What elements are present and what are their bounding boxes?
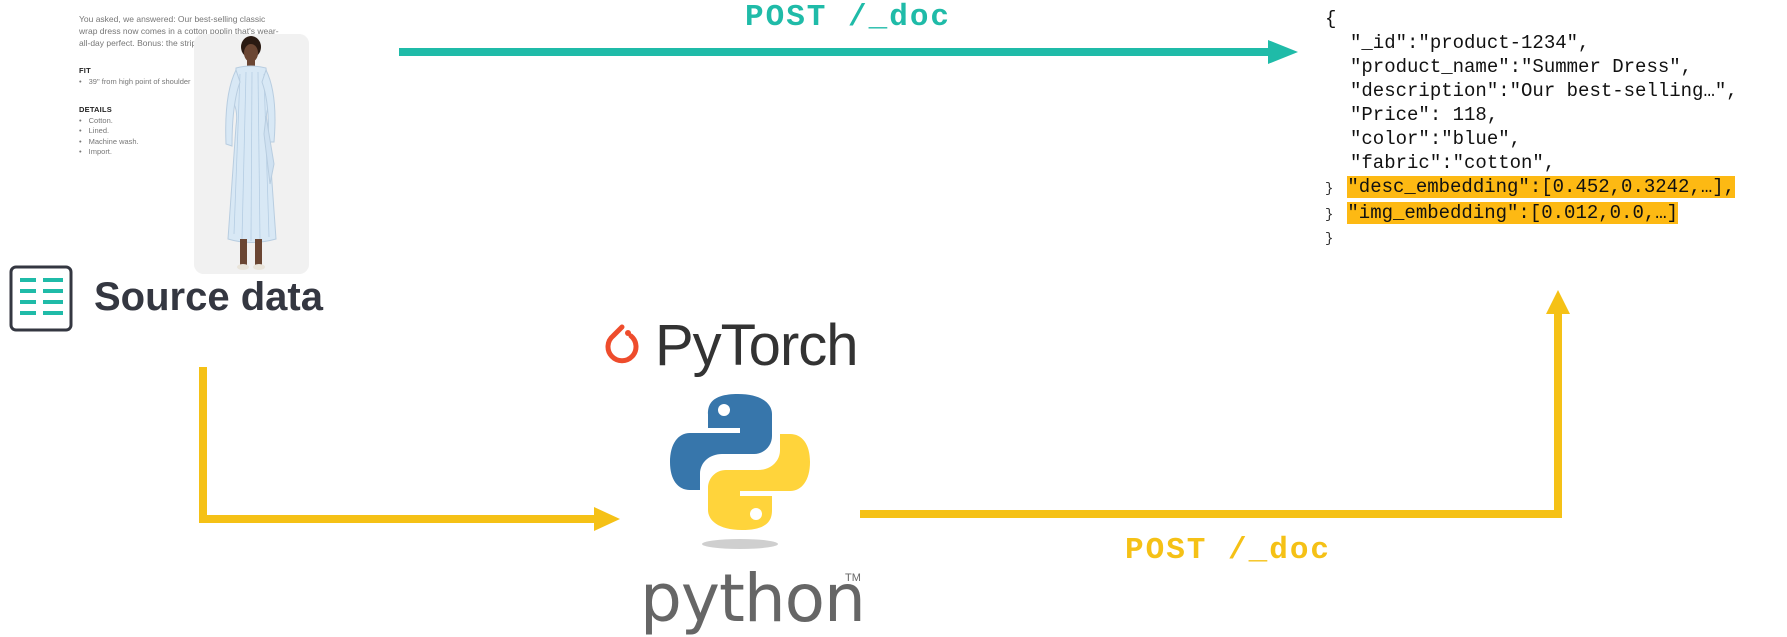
python-label: python bbox=[640, 560, 866, 637]
python-trademark: TM bbox=[845, 572, 861, 584]
product-description-text: You asked, we answered: Our best-selling… bbox=[79, 14, 279, 48]
details-heading: DETAILS bbox=[79, 104, 112, 114]
json-line: "fabric":"cotton", bbox=[1350, 152, 1556, 174]
json-inner-brace: } bbox=[1325, 207, 1334, 223]
product-photo bbox=[194, 34, 309, 274]
post-doc-label-top: POST /_doc bbox=[745, 0, 952, 35]
document-list-icon bbox=[9, 265, 73, 337]
python-logo-icon bbox=[670, 392, 810, 557]
json-line: "_id":"product-1234", bbox=[1350, 32, 1590, 54]
json-desc-embedding-line: "desc_embedding":[0.452,0.3242,…], bbox=[1347, 176, 1736, 198]
post-doc-label-bottom: POST /_doc bbox=[1125, 533, 1332, 568]
json-img-embedding-line: "img_embedding":[0.012,0.0,…] bbox=[1347, 202, 1679, 224]
json-highlight-row: } "desc_embedding":[0.452,0.3242,…], bbox=[1325, 175, 1738, 201]
json-close-brace: } bbox=[1325, 231, 1334, 247]
json-highlight-row: } "img_embedding":[0.012,0.0,…] bbox=[1325, 201, 1738, 227]
dress-model-image bbox=[194, 34, 309, 274]
details-list: Cotton. Lined. Machine wash. Import. bbox=[79, 116, 279, 158]
details-item: Cotton. bbox=[79, 116, 279, 127]
details-item: Import. bbox=[79, 147, 279, 158]
product-description-block: You asked, we answered: Our best-selling… bbox=[79, 13, 279, 158]
pytorch-label: PyTorch bbox=[655, 313, 859, 378]
source-to-python-arrow bbox=[199, 367, 620, 531]
top-arrow bbox=[399, 40, 1298, 64]
fit-item: 39" from high point of shoulder bbox=[79, 77, 279, 88]
json-line: "description":"Our best-selling…", bbox=[1350, 80, 1738, 102]
json-line: "Price": 118, bbox=[1350, 104, 1499, 126]
details-item: Machine wash. bbox=[79, 137, 279, 148]
pytorch-flame-icon bbox=[600, 323, 644, 374]
python-to-json-arrow bbox=[860, 290, 1570, 518]
json-line: "color":"blue", bbox=[1350, 128, 1522, 150]
json-line: "product_name":"Summer Dress", bbox=[1350, 56, 1693, 78]
json-inner-brace: } bbox=[1325, 181, 1334, 197]
fit-list: 39" from high point of shoulder bbox=[79, 77, 279, 88]
json-open-brace: { bbox=[1325, 8, 1337, 30]
source-data-title: Source data bbox=[94, 275, 323, 319]
fit-heading: FIT bbox=[79, 66, 91, 75]
details-item: Lined. bbox=[79, 126, 279, 137]
json-document: { "_id":"product-1234","product_name":"Su… bbox=[1325, 7, 1738, 251]
